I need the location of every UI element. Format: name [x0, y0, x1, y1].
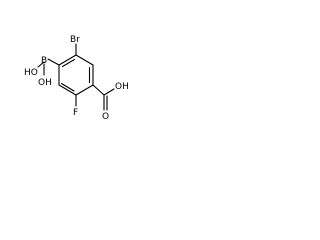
atom-label-boron-hydroxyl-upper: HO [24, 68, 38, 78]
ring-bond-c6-c1 [58, 54, 77, 66]
ring-double-bond-inner-top-left [61, 58, 76, 68]
ring-double-bond-inner-bottom-left [60, 82, 75, 92]
molecule-drawing: Br B HO OH F O OH [24, 35, 129, 122]
bond-ring-carboxyl [92, 84, 105, 96]
atom-label-fluorine: F [73, 108, 78, 118]
bond-b-o-upper [37, 61, 45, 68]
atom-label-boron-hydroxyl-lower: OH [38, 78, 52, 88]
ring-bond-c1-c2 [75, 54, 94, 66]
ring-bond-c3-c4 [75, 84, 94, 96]
atom-label-carboxyl-hydroxyl: OH [115, 82, 129, 92]
atom-label-carbonyl-oxygen: O [102, 112, 109, 122]
atom-label-boron: B [41, 56, 47, 66]
ring-bond-c4-c5 [58, 84, 77, 96]
bond-c-oh [103, 88, 115, 96]
structure-diagram: Br B HO OH F O OH [0, 0, 152, 152]
benzene-ring [58, 54, 94, 96]
atom-label-bromine: Br [70, 35, 80, 45]
bond-c-b [47, 58, 60, 66]
